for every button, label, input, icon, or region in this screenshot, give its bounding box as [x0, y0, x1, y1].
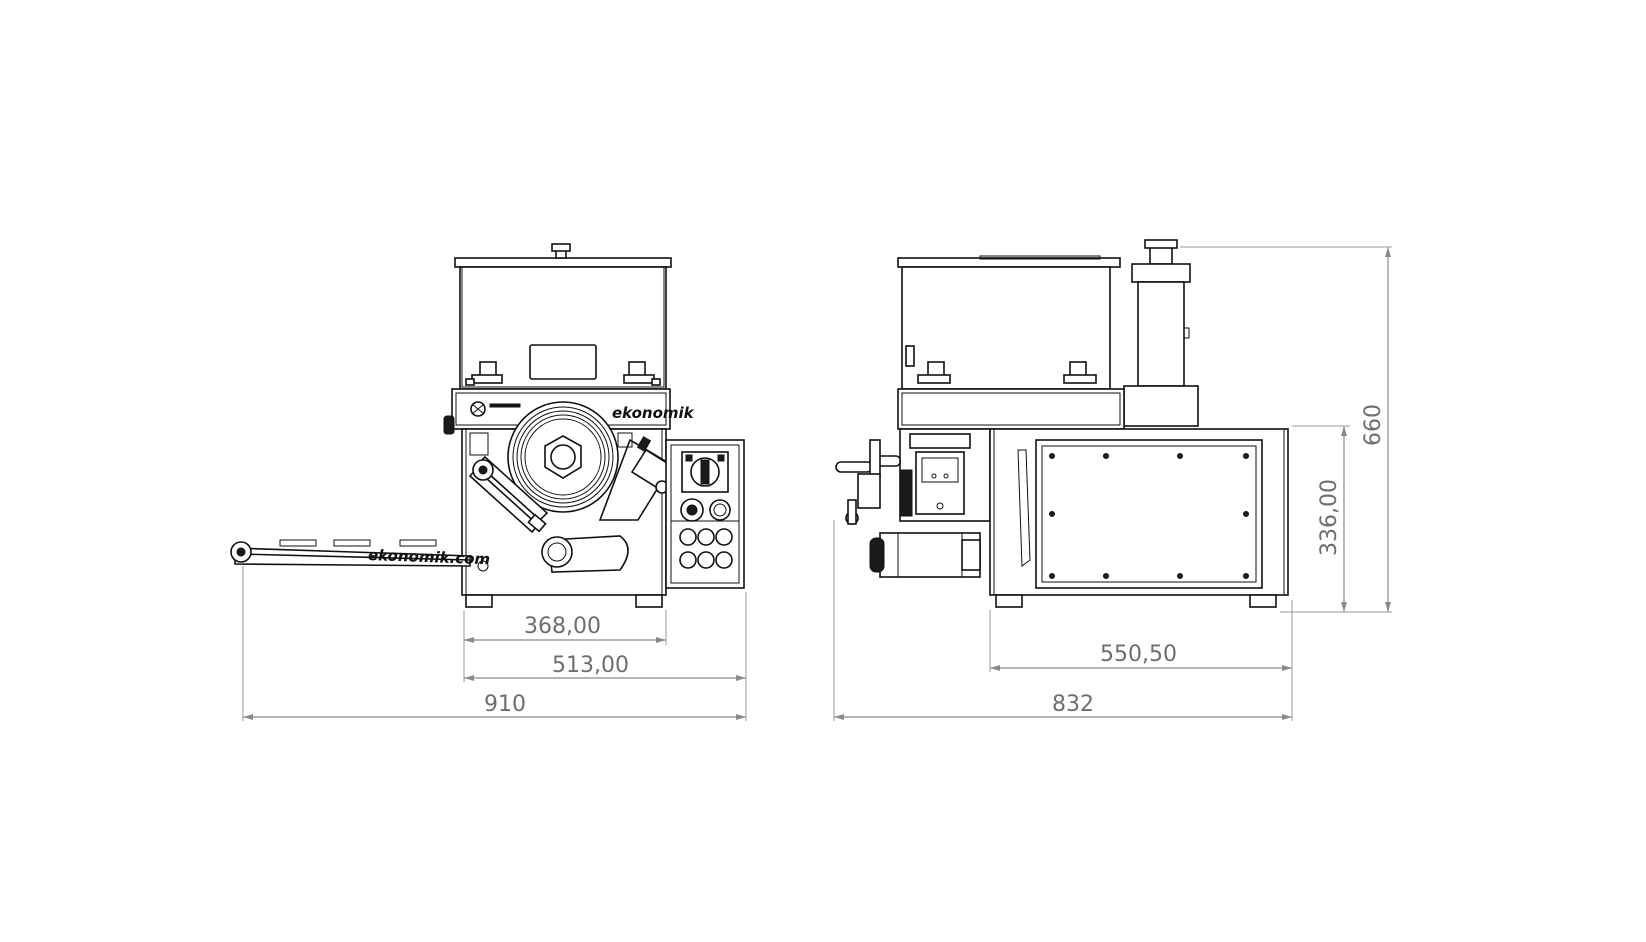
side-access-panel — [1035, 439, 1263, 589]
front-view: ekonomik — [230, 243, 745, 608]
front-right-foot — [635, 594, 663, 608]
front-lid-knob — [551, 243, 571, 259]
dimension-lines: 368,00 513,00 910 550,50 — [242, 246, 1392, 721]
side-lever-handle — [835, 439, 901, 525]
front-label-plate — [529, 344, 597, 380]
dim-550-text: 550,50 — [1100, 642, 1177, 667]
conveyor-brand-text: ekonomik.com — [368, 546, 491, 568]
front-hopper-lid — [454, 257, 672, 268]
front-side-knob — [443, 415, 455, 435]
dim-832-text: 832 — [1052, 692, 1094, 717]
dim-368: 368,00 — [464, 614, 666, 643]
svg-text:ekonomik: ekonomik — [612, 404, 695, 422]
side-head-plate — [897, 388, 1125, 430]
front-control-panel — [665, 439, 745, 589]
dim-513: 513,00 — [464, 653, 746, 681]
front-left-clamp — [465, 361, 503, 386]
dim-832: 832 — [834, 692, 1292, 720]
dim-336-text: 336,00 — [1317, 479, 1342, 556]
dim-660-text: 660 — [1361, 404, 1386, 446]
side-view — [835, 239, 1289, 608]
front-conveyor: ekonomik.com — [230, 539, 491, 568]
side-left-foot — [995, 594, 1023, 608]
dim-660: 660 — [1361, 247, 1391, 612]
side-right-clamp — [1063, 361, 1097, 384]
side-roller — [869, 532, 981, 578]
front-right-clamp — [623, 361, 661, 386]
dim-910-text: 910 — [484, 692, 526, 717]
front-conveyor-handle — [477, 535, 629, 573]
side-left-clamp — [917, 361, 951, 384]
front-left-foot — [465, 594, 493, 608]
dim-550: 550,50 — [990, 642, 1292, 671]
front-drum — [507, 401, 619, 513]
front-left-lever — [468, 455, 549, 534]
dim-336: 336,00 — [1317, 426, 1347, 612]
side-mechanism — [899, 428, 991, 522]
side-right-foot — [1249, 594, 1277, 608]
side-column — [1123, 239, 1199, 427]
dim-513-text: 513,00 — [552, 653, 629, 678]
dim-910: 910 — [243, 692, 746, 720]
dim-368-text: 368,00 — [524, 614, 601, 639]
